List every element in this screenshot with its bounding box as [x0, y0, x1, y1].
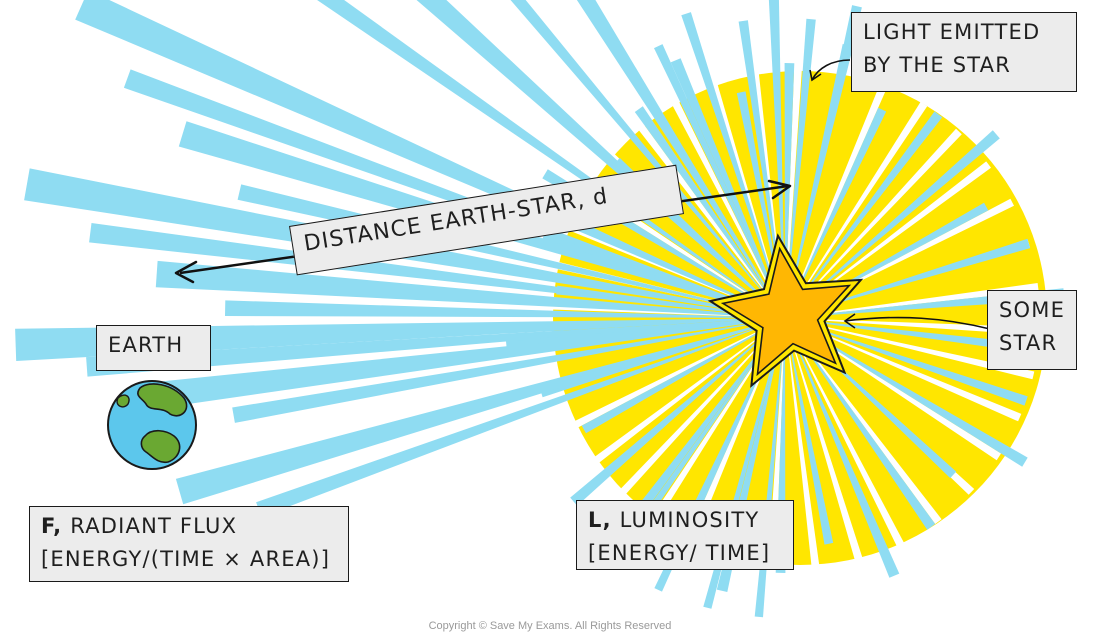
- white-ray: [785, 283, 1039, 318]
- light-ray: [738, 20, 785, 319]
- light-ray: [785, 107, 887, 318]
- white-ray: [785, 318, 864, 563]
- light-ray: [317, 0, 785, 318]
- white-ray: [785, 318, 1040, 336]
- white-ray: [642, 318, 785, 534]
- luminosity-name: LUMINOSITY: [619, 508, 760, 532]
- light-ray: [75, 0, 785, 318]
- light-ray: [256, 318, 786, 517]
- light-ray: [232, 318, 785, 423]
- light-ray: [785, 111, 943, 319]
- white-ray: [785, 318, 820, 572]
- some-star-line-1: SOME: [999, 298, 1066, 322]
- light-ray: [510, 0, 785, 318]
- copyright-notice: Copyright © Save My Exams. All Rights Re…: [428, 620, 672, 632]
- light-ray: [155, 260, 786, 318]
- light-ray: [627, 318, 785, 525]
- light-ray: [785, 318, 834, 545]
- white-ray: [785, 102, 928, 318]
- light-ray: [785, 318, 900, 578]
- light-ray: [634, 106, 785, 318]
- light-ray: [570, 318, 785, 506]
- luminosity-symbol: L,: [588, 508, 612, 532]
- light-ray: [225, 300, 785, 318]
- white-ray: [556, 318, 785, 438]
- flux-symbol: F,: [41, 514, 63, 538]
- some-star-label: SOME STAR: [987, 290, 1077, 370]
- light-ray: [654, 44, 785, 318]
- earth-label: EARTH: [96, 325, 211, 371]
- white-ray: [785, 318, 942, 524]
- light-ray: [681, 12, 785, 318]
- light-ray: [670, 58, 785, 318]
- light-emitted-line-1: LIGHT EMITTED: [863, 20, 1041, 44]
- white-ray: [785, 318, 1001, 461]
- light-ray: [785, 318, 1028, 467]
- star-icon: [707, 233, 864, 388]
- blue-light-rays: [15, 0, 1065, 618]
- light-emitted-line-2: BY THE STAR: [863, 53, 1012, 77]
- light-ray: [785, 44, 854, 318]
- light-ray: [785, 318, 1028, 406]
- white-ray: [628, 112, 785, 318]
- light-ray: [785, 318, 1014, 351]
- earth-label-text: EARTH: [108, 333, 184, 357]
- white-ray: [785, 128, 962, 318]
- light-ray: [539, 318, 785, 398]
- flux-name: RADIANT FLUX: [70, 514, 238, 538]
- light-ray: [175, 318, 785, 505]
- some-star-line-2: STAR: [999, 331, 1058, 355]
- light-ray: [768, 0, 785, 318]
- light-ray: [576, 0, 785, 318]
- light-ray: [89, 223, 786, 318]
- light-ray: [158, 318, 785, 408]
- earth-icon: [107, 380, 197, 470]
- white-ray: [785, 81, 889, 318]
- radiant-flux-line-1: F, RADIANT FLUX: [41, 510, 337, 543]
- white-ray: [785, 161, 991, 318]
- white-ray: [785, 318, 1035, 380]
- white-ray: [785, 318, 1022, 422]
- light-emitted-label: LIGHT EMITTED BY THE STAR: [851, 12, 1077, 92]
- luminosity-units: [ENERGY/ TIME]: [588, 541, 771, 565]
- light-ray: [416, 0, 785, 318]
- white-ray: [665, 89, 785, 318]
- light-ray: [785, 318, 936, 530]
- luminosity-label: L, LUMINOSITY [ENERGY/ TIME]: [576, 500, 794, 570]
- luminosity-line-1: L, LUMINOSITY: [588, 504, 782, 537]
- white-ray: [608, 318, 785, 508]
- light-ray: [785, 238, 1031, 318]
- flux-units: [ENERGY/(TIME × AREA)]: [41, 547, 331, 571]
- white-ray: [579, 318, 785, 475]
- white-ray: [785, 318, 905, 547]
- light-ray: [785, 18, 816, 319]
- light-ray: [581, 318, 785, 434]
- light-ray: [785, 130, 1000, 318]
- radiant-flux-label: F, RADIANT FLUX [ENERGY/(TIME × AREA)]: [29, 506, 349, 582]
- light-ray: [785, 5, 862, 318]
- light-ray: [86, 318, 786, 377]
- light-ray: [123, 69, 785, 319]
- light-pointer-arrow: [809, 59, 851, 82]
